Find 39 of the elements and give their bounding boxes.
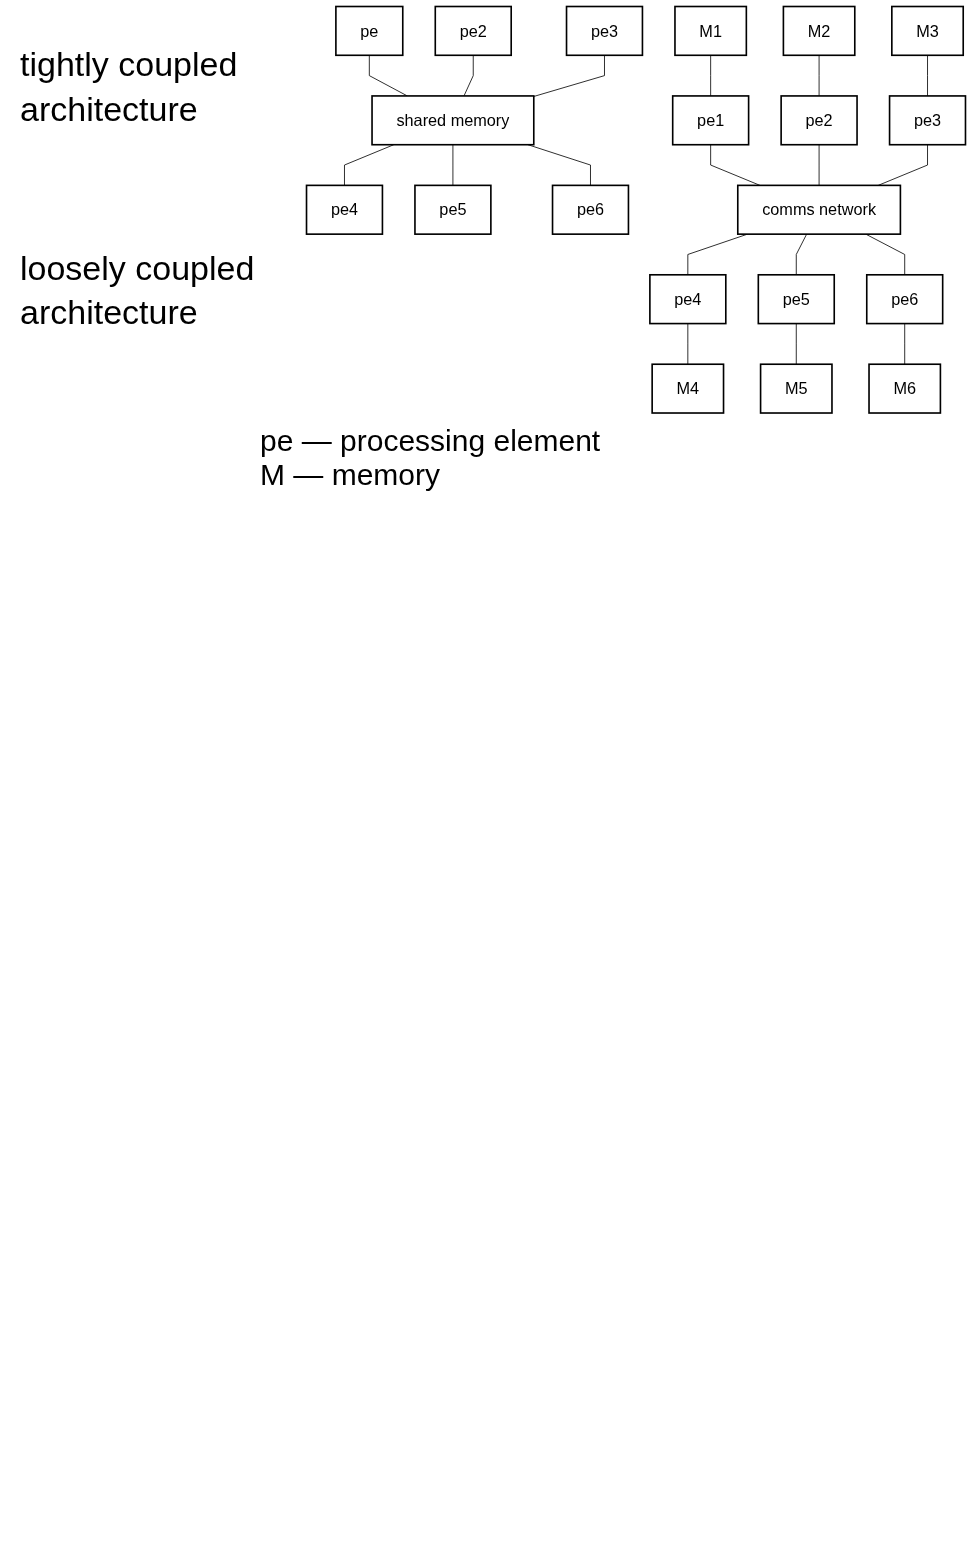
section-label: loosely coupled architecture bbox=[20, 247, 256, 333]
connector bbox=[795, 323, 797, 365]
key-note: pe — processing element bbox=[260, 423, 602, 458]
node-box: M6 bbox=[868, 363, 942, 414]
connector bbox=[818, 144, 820, 186]
connector bbox=[710, 144, 761, 186]
node-box: pe6 bbox=[551, 184, 630, 235]
connector bbox=[368, 54, 408, 97]
connector bbox=[927, 54, 928, 97]
node-box: pe2 bbox=[434, 5, 512, 57]
node-box: pe3 bbox=[888, 95, 967, 146]
node-box: pe5 bbox=[414, 184, 492, 235]
node-box: M2 bbox=[782, 5, 856, 57]
node-box: M1 bbox=[674, 5, 748, 57]
connector bbox=[795, 233, 808, 276]
connector bbox=[904, 323, 906, 365]
connector bbox=[533, 54, 605, 97]
node-box: shared memory bbox=[371, 95, 535, 146]
node-box: pe1 bbox=[671, 95, 750, 146]
node-box: pe6 bbox=[865, 274, 944, 325]
connector bbox=[818, 54, 820, 97]
node-box: pe3 bbox=[565, 5, 644, 57]
node-box: M3 bbox=[891, 5, 965, 57]
node-box: pe4 bbox=[649, 274, 727, 325]
node-box: comms network bbox=[736, 184, 902, 235]
connector bbox=[710, 54, 712, 97]
section-label: tightly coupled architecture bbox=[20, 44, 239, 130]
node-box: pe5 bbox=[757, 274, 836, 325]
connector bbox=[877, 144, 928, 186]
key-note: M — memory bbox=[260, 457, 441, 492]
node-box: pe bbox=[335, 5, 404, 57]
node-box: pe4 bbox=[305, 184, 384, 235]
connector bbox=[865, 233, 906, 276]
node-box: pe2 bbox=[780, 95, 858, 146]
node-box: M4 bbox=[651, 363, 725, 414]
node-box: M5 bbox=[759, 363, 833, 414]
connector bbox=[452, 144, 454, 186]
connector bbox=[687, 323, 689, 365]
connector bbox=[463, 54, 474, 97]
